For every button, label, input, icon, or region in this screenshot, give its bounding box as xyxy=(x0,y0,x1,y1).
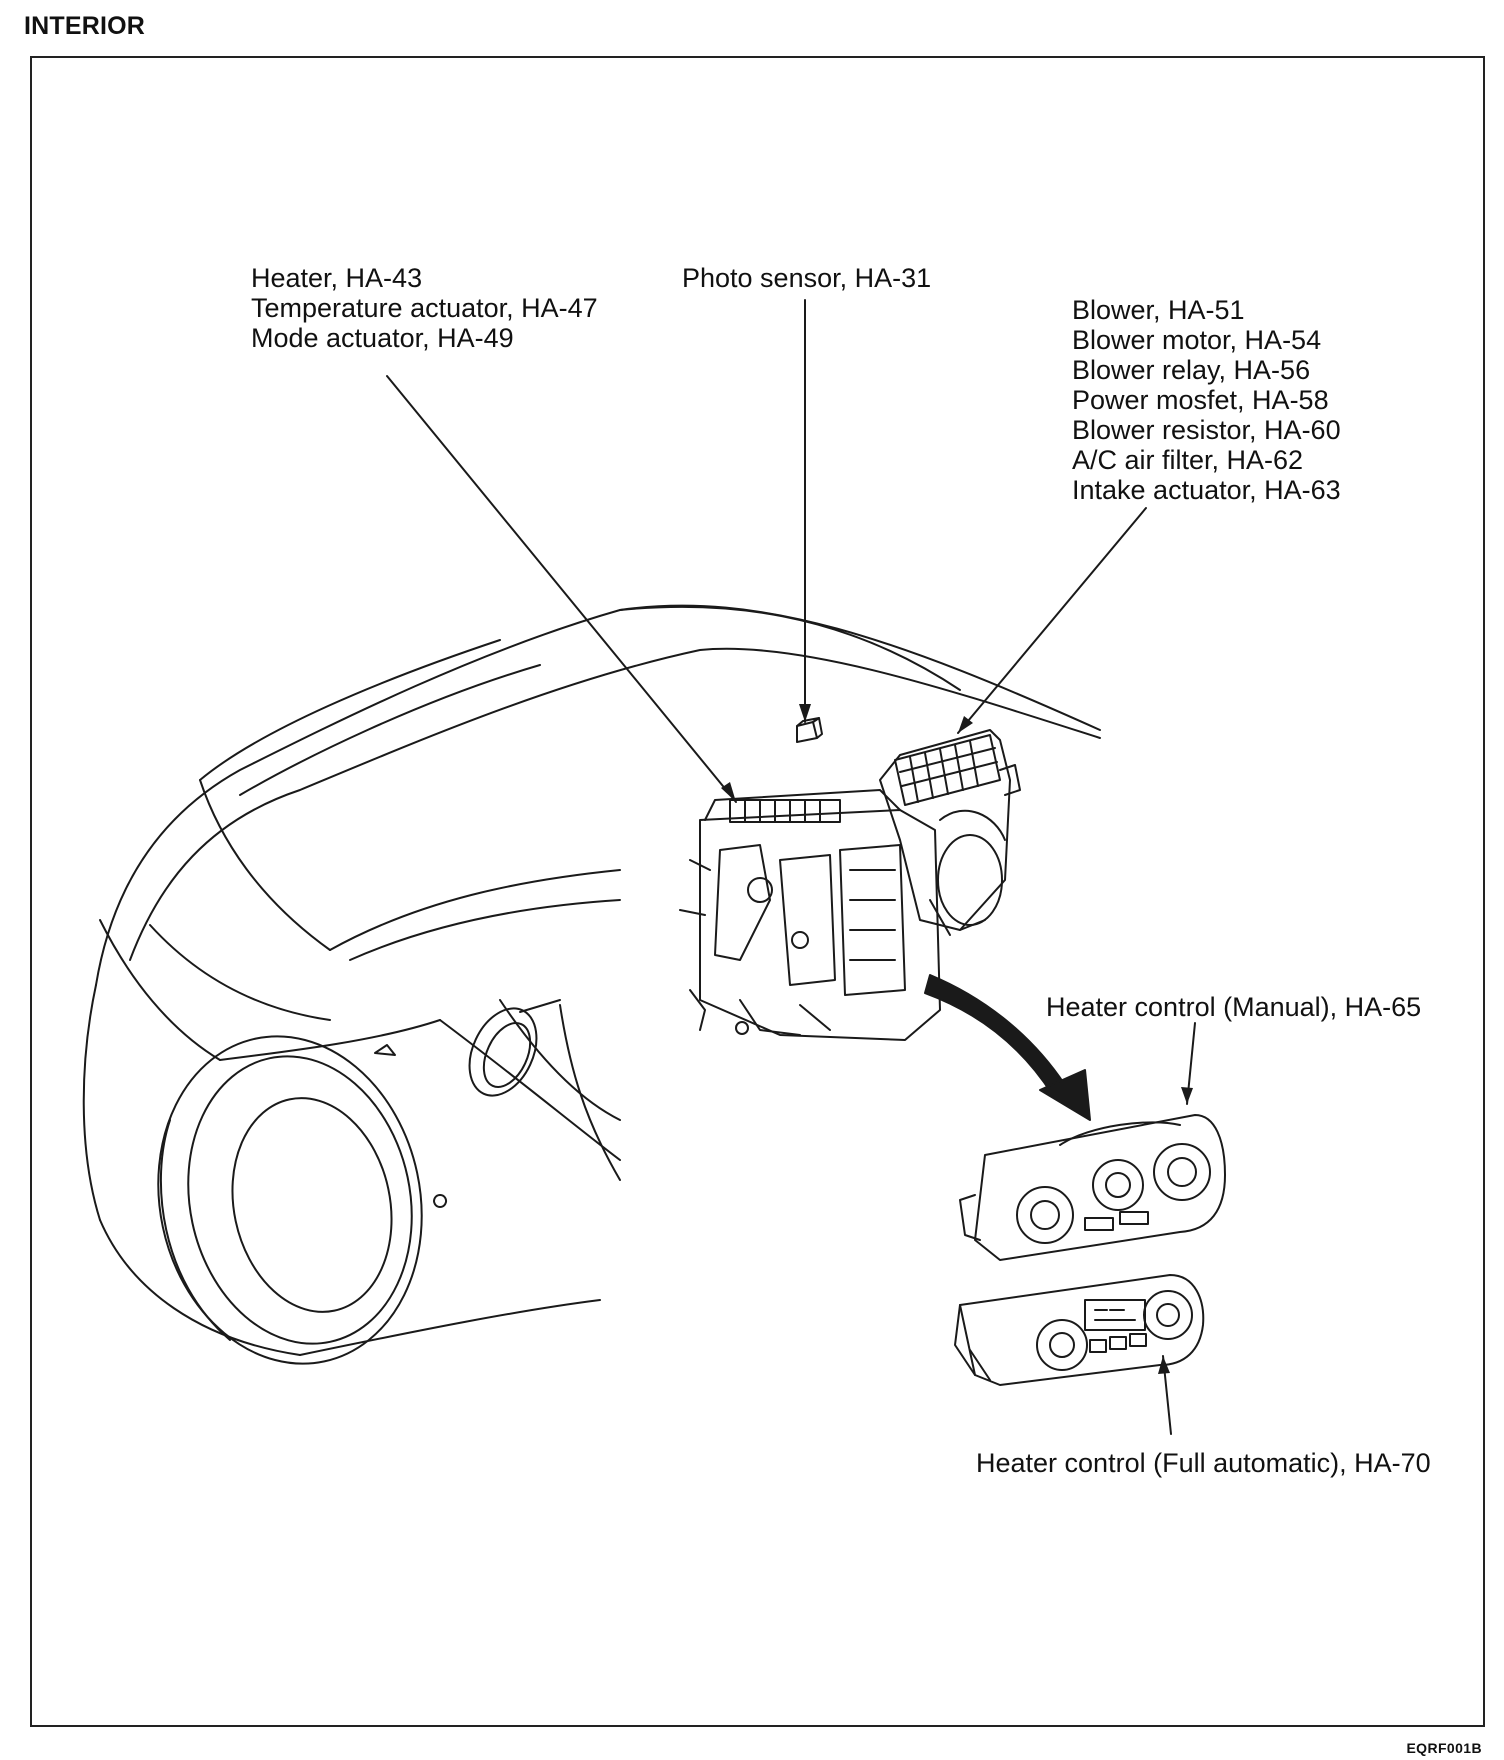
big-curved-arrow xyxy=(924,974,1091,1121)
section-title: INTERIOR xyxy=(24,12,146,40)
leader-lines xyxy=(386,299,1196,1435)
callout-ac-air-filter: A/C air filter, HA-62 xyxy=(1072,445,1304,475)
blower-unit xyxy=(879,729,1021,936)
car-body-outline xyxy=(82,604,1101,1356)
heater-unit xyxy=(679,789,941,1041)
callout-mode-actuator: Mode actuator, HA-49 xyxy=(251,323,514,353)
callout-blower-relay: Blower relay, HA-56 xyxy=(1072,355,1311,385)
callout-blower-group: Blower, HA-51 Blower motor, HA-54 Blower… xyxy=(1072,295,1341,505)
callout-blower-motor: Blower motor, HA-54 xyxy=(1072,325,1322,355)
manual-heater-control xyxy=(959,1114,1226,1261)
photo-sensor-component xyxy=(796,717,823,743)
callout-photo-sensor: Photo sensor, HA-31 xyxy=(682,263,931,293)
front-wheel xyxy=(157,1035,423,1365)
arrowheads xyxy=(721,704,1193,1374)
callout-manual-control: Heater control (Manual), HA-65 xyxy=(1046,992,1421,1022)
callout-blower-resistor: Blower resistor, HA-60 xyxy=(1072,415,1341,445)
callout-auto-control-label: Heater control (Full automatic), HA-70 xyxy=(976,1448,1431,1478)
callout-power-mosfet: Power mosfet, HA-58 xyxy=(1072,385,1329,415)
callout-heater-group: Heater, HA-43 Temperature actuator, HA-4… xyxy=(251,263,598,353)
callout-photo-sensor-label: Photo sensor, HA-31 xyxy=(682,263,932,293)
callout-blower: Blower, HA-51 xyxy=(1072,295,1245,325)
callout-temperature-actuator: Temperature actuator, HA-47 xyxy=(251,293,598,323)
callout-auto-control: Heater control (Full automatic), HA-70 xyxy=(976,1448,1431,1478)
callout-heater: Heater, HA-43 xyxy=(251,263,423,293)
callout-intake-actuator: Intake actuator, HA-63 xyxy=(1072,475,1341,505)
figure-code: EQRF001B xyxy=(1406,1740,1482,1756)
diagram-frame xyxy=(30,56,1485,1727)
callout-manual-control-label: Heater control (Manual), HA-65 xyxy=(1046,992,1422,1022)
